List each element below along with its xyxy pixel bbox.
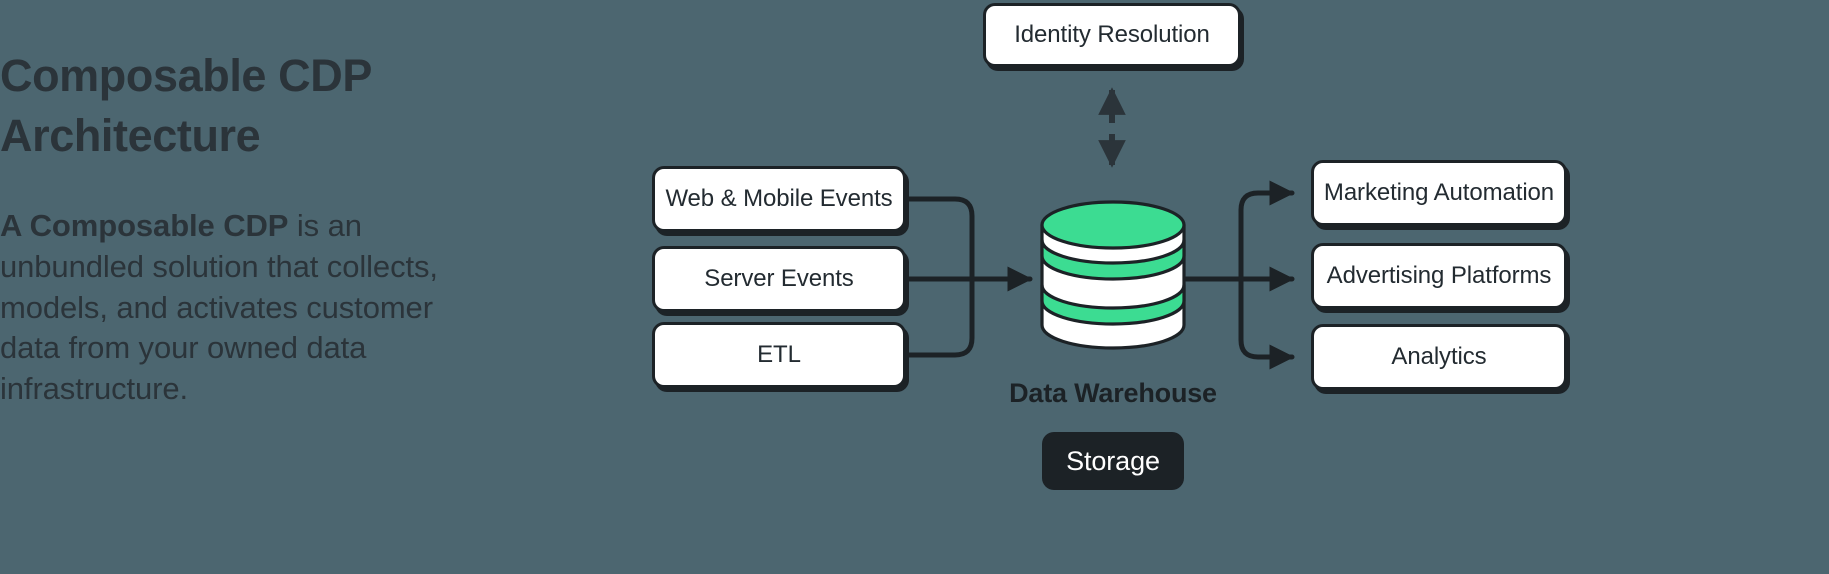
node-marketing-automation[interactable]: Marketing Automation [1311,160,1567,226]
node-label: Web & Mobile Events [665,185,893,212]
edge-warehouse-to-destinations [1183,180,1295,370]
intro-panel: Composable CDP Architecture A Composable… [0,46,440,410]
intro-rest: is an unbundled solution that collects, … [0,207,438,407]
edge-sources-to-warehouse [906,196,1033,358]
node-label: Advertising Platforms [1326,262,1552,289]
node-label: Server Events [704,265,854,292]
page-title: Composable CDP Architecture [0,50,372,161]
node-label: Identity Resolution [1014,21,1210,48]
database-cylinder-icon [1040,200,1186,350]
storage-badge-label: Storage [1066,445,1160,476]
node-advertising-platforms[interactable]: Advertising Platforms [1311,243,1567,309]
node-label: Analytics [1391,343,1487,370]
data-warehouse-label: Data Warehouse [1009,378,1217,408]
intro-lead: A Composable CDP [0,207,289,243]
intro-paragraph: A Composable CDP is an unbundled solutio… [0,206,440,411]
storage-badge: Storage [1042,432,1184,490]
node-label: Marketing Automation [1323,179,1555,206]
node-analytics[interactable]: Analytics [1311,324,1567,390]
node-identity-resolution[interactable]: Identity Resolution [983,3,1241,67]
data-warehouse-group: Data Warehouse [1009,200,1217,408]
node-server-events[interactable]: Server Events [652,246,906,312]
node-etl[interactable]: ETL [652,322,906,388]
node-web-mobile-events[interactable]: Web & Mobile Events [652,166,906,232]
node-label: ETL [757,341,801,368]
